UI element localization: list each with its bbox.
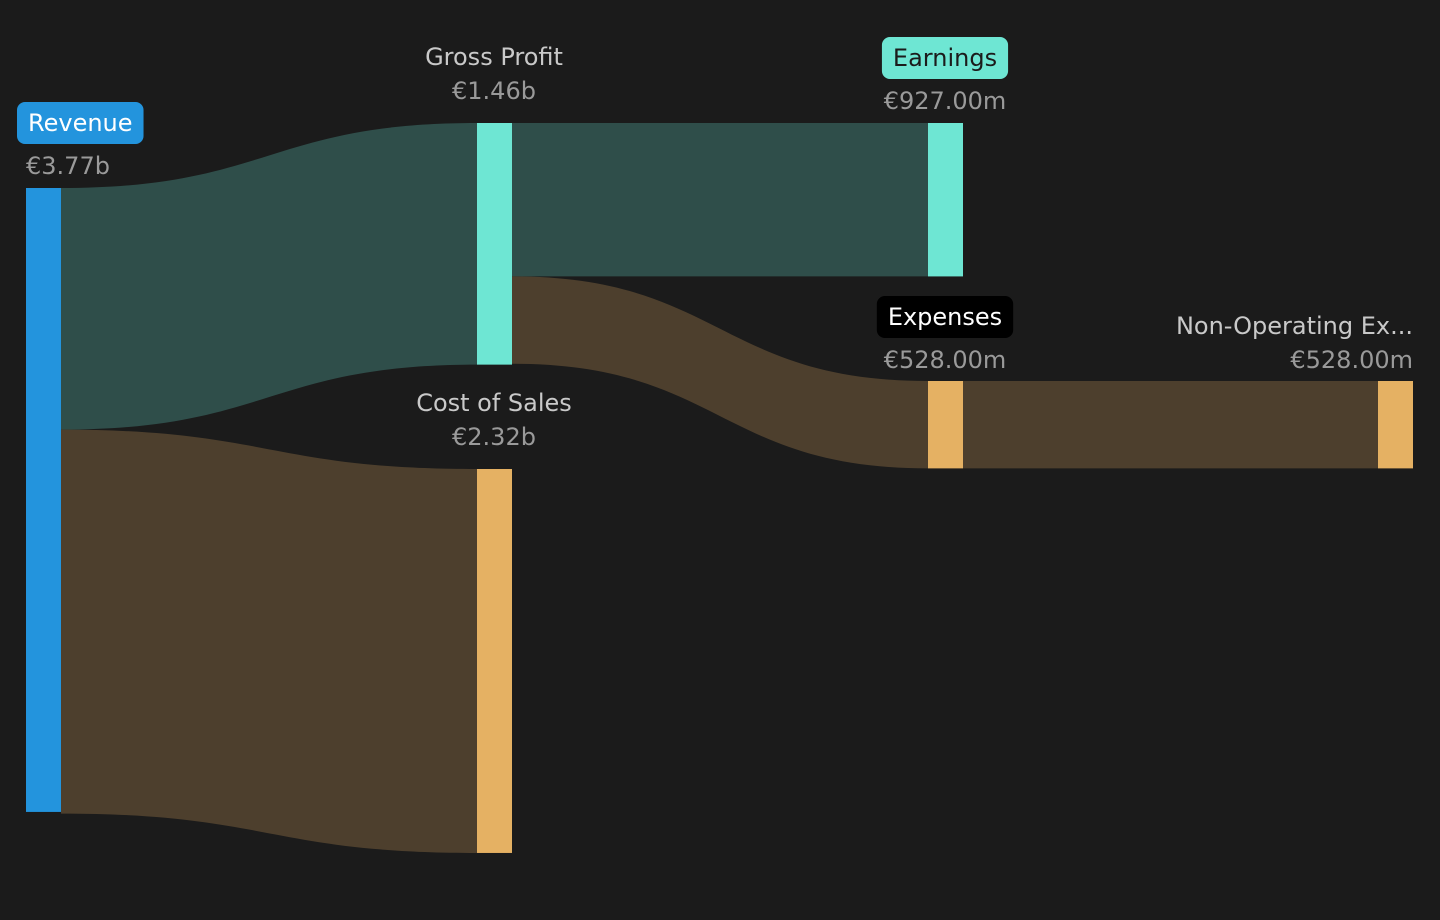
label-gross-profit: Gross Profit	[425, 43, 563, 71]
label-group-gross-profit: Gross Profit €1.46b	[425, 43, 563, 105]
link-revenue-to-gross_profit	[61, 123, 477, 430]
label-group-cost-of-sales: Cost of Sales €2.32b	[416, 389, 572, 451]
links-layer	[61, 123, 1378, 853]
label-group-expenses: Expenses €528.00m	[876, 296, 1014, 374]
node-earnings[interactable]	[928, 123, 963, 277]
label-earnings: Earnings	[893, 44, 997, 72]
value-earnings: €927.00m	[884, 87, 1007, 115]
link-gross_profit-to-expenses	[512, 276, 928, 469]
label-group-earnings: Earnings €927.00m	[881, 37, 1009, 115]
label-cost-of-sales: Cost of Sales	[416, 389, 572, 417]
link-gross_profit-to-earnings	[512, 123, 928, 277]
label-expenses: Expenses	[888, 303, 1002, 331]
node-expenses[interactable]	[928, 381, 963, 469]
nodes-layer	[26, 123, 1413, 853]
value-expenses: €528.00m	[884, 346, 1007, 374]
link-revenue-to-cost_of_sales	[61, 429, 477, 853]
value-non-operating: €528.00m	[1290, 346, 1413, 374]
node-revenue[interactable]	[26, 188, 61, 812]
node-gross-profit[interactable]	[477, 123, 512, 365]
label-pill-expenses	[876, 296, 1014, 338]
value-cost-of-sales: €2.32b	[452, 423, 536, 451]
label-pill-earnings	[881, 37, 1009, 79]
value-revenue: €3.77b	[26, 152, 110, 180]
node-non-operating[interactable]	[1378, 381, 1413, 469]
label-revenue: Revenue	[28, 109, 133, 137]
node-cost-of-sales[interactable]	[477, 469, 512, 853]
label-group-non-operating: Non-Operating Ex... €528.00m	[1176, 312, 1413, 374]
value-gross-profit: €1.46b	[452, 77, 536, 105]
label-group-revenue: Revenue €3.77b	[17, 102, 144, 180]
label-pill-revenue	[17, 102, 144, 144]
link-expenses-to-non_operating	[963, 381, 1378, 469]
label-non-operating: Non-Operating Ex...	[1176, 312, 1413, 340]
